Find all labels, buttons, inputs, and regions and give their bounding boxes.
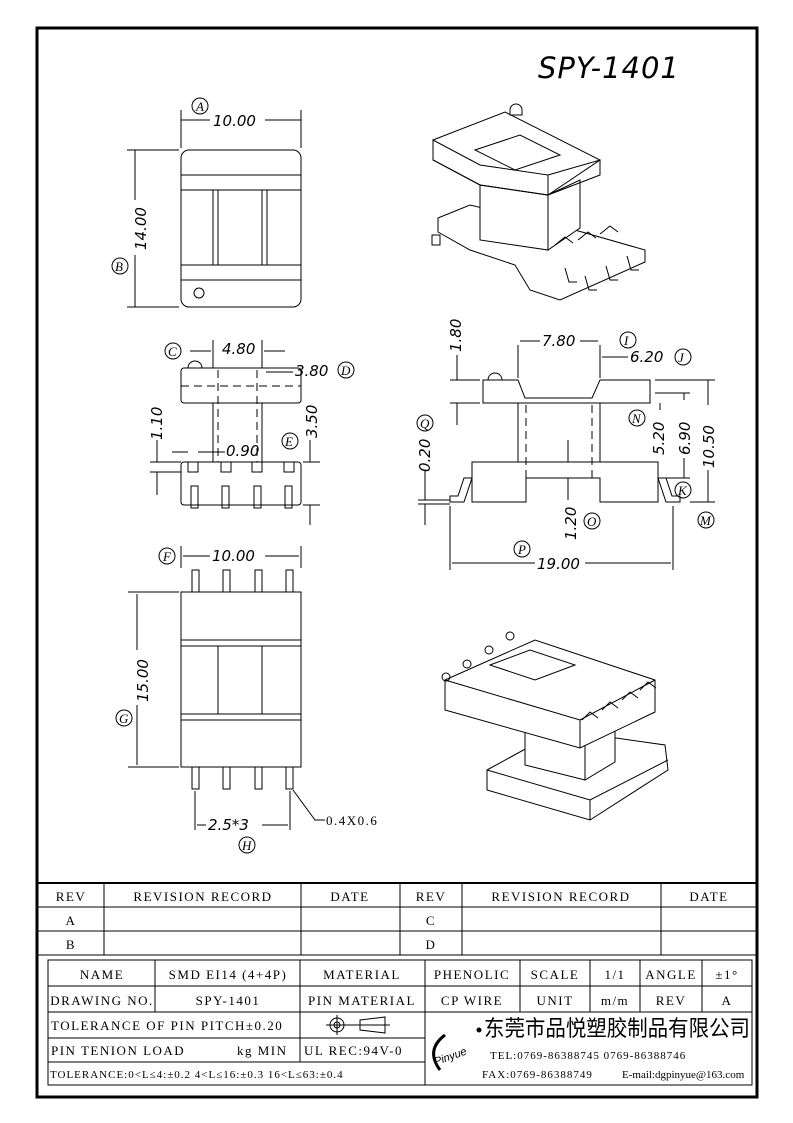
company-name: 东莞市品悦塑胶制品有限公司 [484,1017,750,1042]
ref-letter-p: P [517,542,526,557]
ref-letter-o: O [587,514,597,529]
rev-cell: D [426,937,437,952]
ref-letter-h: H [241,838,252,853]
dim-d: 3.80 [295,362,328,380]
isometric-view-top [431,103,646,301]
rev-cell: B [66,937,76,952]
dim-window: 7.80 [542,332,575,350]
rev-label: REV [656,993,687,1008]
dim-width: 10.00 [212,547,255,565]
rev-cell: A [66,913,77,928]
dim-width: 10.00 [213,112,256,130]
company-fax: FAX:0769-86388749 [482,1069,593,1081]
header-date: DATE [330,889,369,904]
pin-material-label: PIN MATERIAL [308,993,416,1008]
dim-height: 14.00 [132,207,150,250]
header-revision-record: REVISION RECORD [133,889,272,904]
bottom-view: 10.00 F 15.00 G 2.5*3 H 0.4X0.6 [115,546,378,854]
drawing-frame [35,26,759,1099]
unit-value: m/m [601,993,629,1008]
name-label: NAME [80,967,124,982]
dim-length: 15.00 [134,659,152,702]
ref-letter-d: D [340,363,351,378]
pitch-tolerance: TOLERANCE OF PIN PITCH±0.20 [51,1018,283,1033]
ul-rec: UL REC:94V-0 [304,1043,403,1058]
ref-letter-k: K [677,483,688,498]
ref-letter-e: E [284,434,293,449]
name-value: SMD EI14 (4+4P) [169,967,288,982]
drawing-title: SPY-1401 [538,51,680,85]
tension-label: PIN TENION LOAD [51,1043,185,1058]
dim-pin: 0.90 [226,442,259,460]
ref-letter-i: I [623,333,629,348]
company-email: E-mail:dgpinyue@163.com [622,1069,745,1081]
dim-top: 1.80 [447,319,465,352]
ref-letter-n: N [631,411,642,426]
material-value: PHENOLIC [434,967,510,982]
dim-base: 1.20 [562,507,580,540]
rev-value: A [722,993,733,1008]
side-view: 7.80 I 6.20 J 1.80 10.50 6.90 5.20 N Q 0… [416,319,718,573]
isometric-view-bottom [441,631,669,821]
material-label: MATERIAL [323,967,401,982]
title-block: NAME SMD EI14 (4+4P) MATERIAL PHENOLIC S… [47,959,753,1086]
dim-690: 6.90 [676,422,694,455]
dim-lead: 0.20 [416,439,434,472]
dim-pitch: 2.5*3 [208,816,249,834]
header-rev: REV [56,889,87,904]
angle-value: ±1° [715,967,738,982]
company-logo: Pinyue [432,1027,482,1071]
dim-inner: 6.20 [630,348,663,366]
unit-label: UNIT [536,993,573,1008]
scale-label: SCALE [531,967,580,982]
front-view: 4.80 C 3.80 D 1.10 3.50 0.90 E [148,340,355,525]
header-revision-record: REVISION RECORD [491,889,630,904]
ref-letter-j: J [678,350,685,365]
revision-table: REV REVISION RECORD DATE REV REVISION RE… [37,882,757,956]
svg-text:Pinyue: Pinyue [433,1046,469,1069]
dim-height: 3.50 [303,405,321,438]
angle-label: ANGLE [645,967,697,982]
dim-c: 4.80 [222,340,255,358]
ref-letter-a: A [195,99,204,114]
pin-material-value: CP WIRE [441,993,503,1008]
general-tolerance: TOLERANCE:0<L≤4:±0.2 4<L≤16:±0.3 16<L≤63… [50,1069,344,1081]
header-date: DATE [689,889,728,904]
drawing-no-label: DRAWING NO. [50,993,154,1008]
rev-cell: C [426,913,436,928]
drawing-no-value: SPY-1401 [196,993,261,1008]
ref-letter-c: C [168,344,177,359]
company-tel: TEL:0769-86388745 0769-86388746 [490,1050,686,1062]
ref-letter-g: G [119,711,129,726]
dim-flange: 1.10 [148,407,166,440]
pin-size: 0.4X0.6 [326,813,378,828]
ref-letter-b: B [115,259,123,274]
header-rev: REV [416,889,447,904]
projection-symbol-icon [326,1015,390,1035]
pin1-marker-icon [193,287,205,299]
dim-total-height: 10.50 [700,425,718,468]
tension-unit: kg MIN [237,1043,288,1058]
dim-520: 5.20 [650,422,668,455]
scale-value: 1/1 [604,967,625,982]
ref-letter-m: M [699,513,712,528]
ref-letter-q: Q [420,416,430,431]
top-view: 10.00 A 14.00 B [111,97,302,308]
dim-length: 19.00 [537,555,580,573]
ref-letter-f: F [162,549,172,564]
